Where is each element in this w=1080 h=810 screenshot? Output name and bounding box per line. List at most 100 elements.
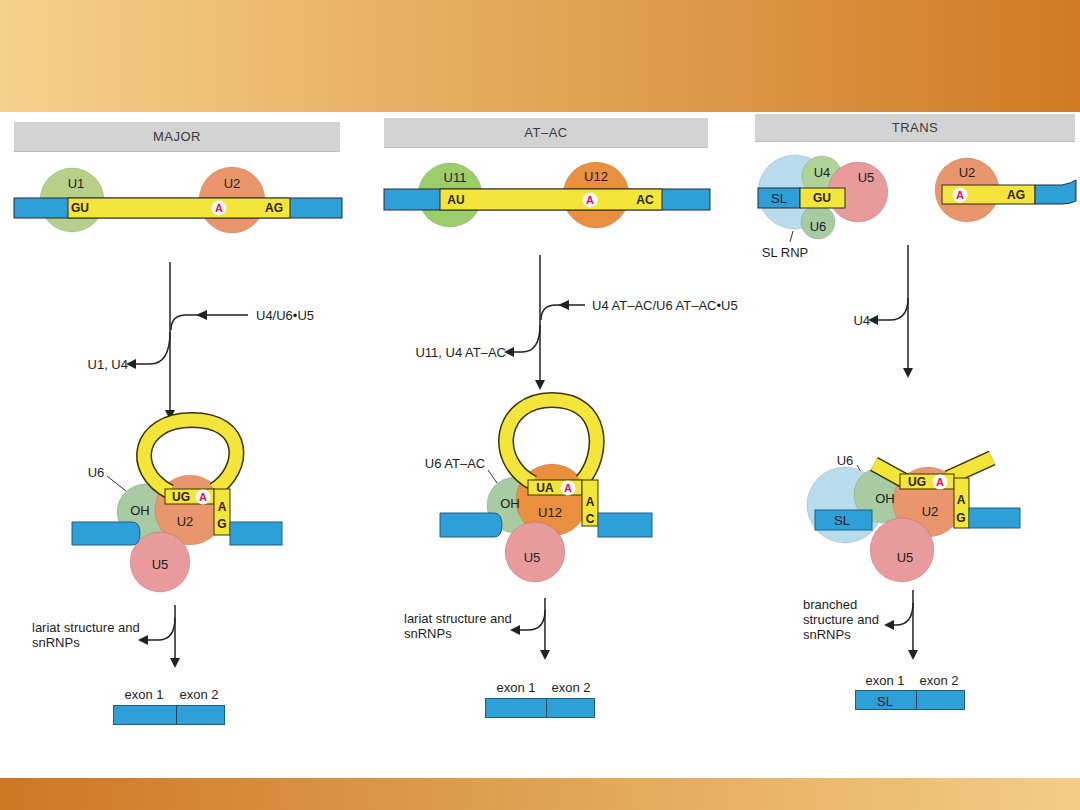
column-header: MAJOR (14, 122, 340, 152)
exon-label: exon 1 (124, 687, 163, 702)
particle-label: SL (771, 191, 787, 206)
intron-strand (528, 480, 582, 495)
arrowhead (196, 300, 569, 320)
pathway-arrow (892, 603, 913, 625)
sequence-letters: AG (1007, 188, 1025, 203)
sequence-letters: G (217, 517, 226, 532)
particle-label: U2 (224, 176, 241, 191)
branch-point: A (953, 188, 968, 203)
rna-strand-top (758, 188, 800, 208)
exon-junction (916, 691, 917, 709)
particle-label: U6 (810, 219, 827, 234)
sequence-letters: UA (536, 481, 553, 496)
particle-label: U12 (584, 169, 608, 184)
exon-strand (815, 510, 872, 530)
particle-label: OH (500, 496, 520, 511)
particle-label: U12 (538, 505, 562, 520)
pathway-label: U4/U6•U5 (256, 308, 314, 323)
particle-label: U5 (524, 550, 541, 565)
leader-line (107, 476, 126, 491)
slide-band (0, 0, 1080, 112)
exon-junction (546, 699, 547, 717)
exon-label: exon 1 (496, 680, 535, 695)
sequence-letters: A (586, 495, 595, 510)
sequence-letters: GU (813, 191, 831, 206)
exon-strand (72, 508, 1020, 545)
particle-label: U2 (922, 504, 939, 519)
intron-lariat (144, 420, 236, 492)
pathway-arrow (912, 590, 914, 652)
arrowhead (196, 310, 207, 320)
column-header: AT–AC (384, 118, 708, 148)
pathway-arrow (134, 245, 913, 660)
intron-strand (582, 480, 598, 526)
pathway-arrow (876, 298, 908, 320)
intron-strand (900, 474, 954, 489)
sequence-letters: UG (172, 490, 190, 505)
pathway-label: U11, U4 AT–AC (415, 345, 506, 360)
pathway-arrow (518, 610, 545, 630)
exon-strand (598, 513, 652, 537)
exon-label: exon 2 (919, 673, 958, 688)
pathway-arrow (171, 315, 248, 330)
particle-label: U5 (858, 170, 875, 185)
slide-band (0, 778, 1080, 810)
sequence-letters: G (956, 511, 965, 526)
intron-lariat (506, 400, 597, 483)
branch-point: A (933, 475, 948, 490)
pathway-label: lariat structure and snRNPs (32, 620, 140, 650)
intron-lariat (506, 400, 597, 483)
particle-label: U2 (177, 514, 194, 529)
particle-label: OH (130, 503, 150, 518)
pathway-arrow (512, 325, 540, 352)
intron-strand (165, 474, 969, 535)
rna-strand-top (384, 189, 710, 210)
rna-strand-top (68, 198, 290, 218)
spliced-exons: exon 1exon 2 (113, 705, 225, 725)
spliced-exons: exon 1exon 2SL (855, 690, 965, 710)
particle-label: U6 (837, 453, 854, 468)
branch-point: A (196, 490, 211, 505)
particle-label: SL (834, 513, 850, 528)
exon-strand (440, 513, 502, 537)
sequence-letters: GU (71, 201, 89, 216)
snrnp-particle: U6 (801, 205, 835, 239)
rna-strand-top (14, 180, 1076, 218)
exon-junction (176, 706, 177, 724)
leader-line (107, 231, 862, 491)
exon-strand (72, 522, 140, 545)
rna-strand-top (14, 198, 342, 218)
particle-label: U4 (814, 165, 831, 180)
particle-outline (801, 205, 835, 239)
pathway-arrow (174, 605, 176, 660)
exon-label: exon 2 (551, 680, 590, 695)
particle-label: U2 (959, 165, 976, 180)
sequence-letters: C (586, 512, 595, 527)
particle-label: U5 (152, 557, 169, 572)
exon-label: exon 2 (179, 687, 218, 702)
particle-label: U1 (68, 176, 85, 191)
sequence-letters: AU (447, 193, 464, 208)
leader-line (790, 231, 793, 242)
snrnp-particle: U5 (505, 522, 565, 582)
rna-strand-top (800, 188, 845, 208)
particle-label: U6 AT–AC (425, 456, 485, 471)
pathway-arrow (146, 618, 175, 640)
pathway-label: U4 AT–AC/U6 AT–AC•U5 (592, 298, 738, 313)
intron-lariat (948, 458, 992, 478)
exon-label: exon 1 (865, 673, 904, 688)
exon-strand (230, 522, 282, 545)
sequence-letters: AG (265, 201, 283, 216)
pathway-arrow (544, 598, 546, 652)
sequence-letters: A (957, 493, 966, 508)
spliced-exons: exon 1exon 2 (485, 698, 595, 718)
intron-strand (954, 478, 969, 528)
intron-strand (214, 489, 230, 535)
column-title: TRANS (892, 120, 939, 135)
pathway-arrow (134, 332, 170, 364)
particle-label: U11 (444, 170, 467, 185)
intron-lariat (948, 458, 992, 478)
snrnp-particle: U5 (870, 518, 934, 582)
